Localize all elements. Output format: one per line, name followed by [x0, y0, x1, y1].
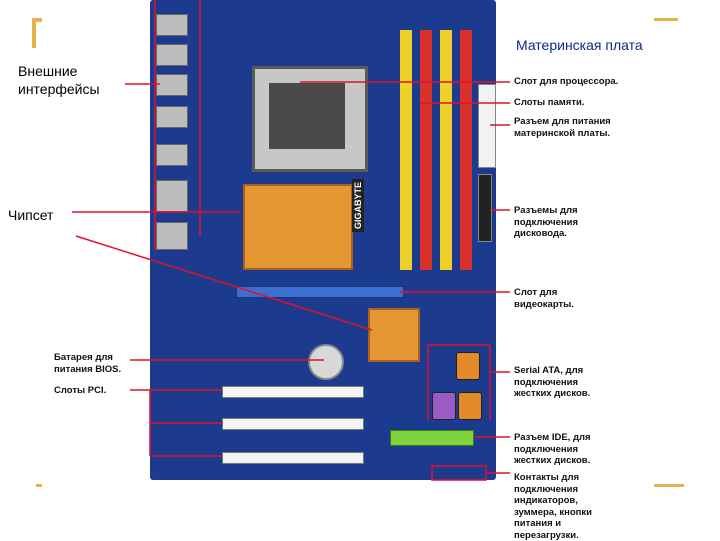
label-video-slot: Слот для видеокарты. [514, 287, 574, 310]
label-external-interfaces: Внешние интерфейсы [18, 63, 100, 97]
label-front-panel-contacts: Контакты для подключения индикаторов, зу… [514, 472, 592, 541]
label-floppy-connector: Разъемы для подключения дисковода. [514, 205, 579, 239]
io-port [156, 14, 188, 36]
corner-bracket-top-left [32, 18, 36, 48]
io-port [156, 74, 188, 96]
label-bios-battery: Батарея для питания BIOS. [54, 352, 122, 375]
atx-power-connector [478, 84, 496, 168]
label-power-connector: Разъем для питания материнской платы. [514, 116, 611, 139]
io-port [156, 144, 188, 166]
floppy-connector [478, 174, 492, 242]
memory-slot [440, 30, 452, 270]
bios-battery [308, 344, 344, 380]
label-cpu-slot: Слот для процессора. [514, 76, 619, 87]
corner-bracket-top-left-tick [32, 18, 42, 22]
pci-slot [222, 418, 364, 430]
memory-slot [400, 30, 412, 270]
pci-slot [222, 452, 364, 464]
corner-bracket-bottom-left [36, 484, 42, 487]
pci-slot [222, 386, 364, 398]
label-memory-slots: Слоты памяти. [514, 97, 585, 108]
io-port [156, 180, 188, 212]
page-title: Материнская плата [516, 37, 643, 53]
io-port [156, 106, 188, 128]
label-chipset: Чипсет [8, 207, 54, 223]
corner-bracket-bottom-right [654, 484, 684, 487]
sata-port [432, 392, 456, 420]
io-port [156, 44, 188, 66]
io-port [156, 222, 188, 250]
sata-port [456, 352, 480, 380]
sata-port [458, 392, 482, 420]
label-sata: Serial ATA, для подключения жестких диск… [514, 365, 591, 399]
ide-connector [390, 430, 474, 446]
label-pci-slots: Слоты PCI. [54, 385, 107, 396]
label-ide: Разъем IDE, для подключения жестких диск… [514, 432, 591, 466]
memory-slot [460, 30, 472, 270]
southbridge-heatsink [368, 308, 420, 362]
memory-slot [420, 30, 432, 270]
cpu-socket [252, 66, 368, 172]
corner-bracket-top-right [654, 18, 678, 21]
